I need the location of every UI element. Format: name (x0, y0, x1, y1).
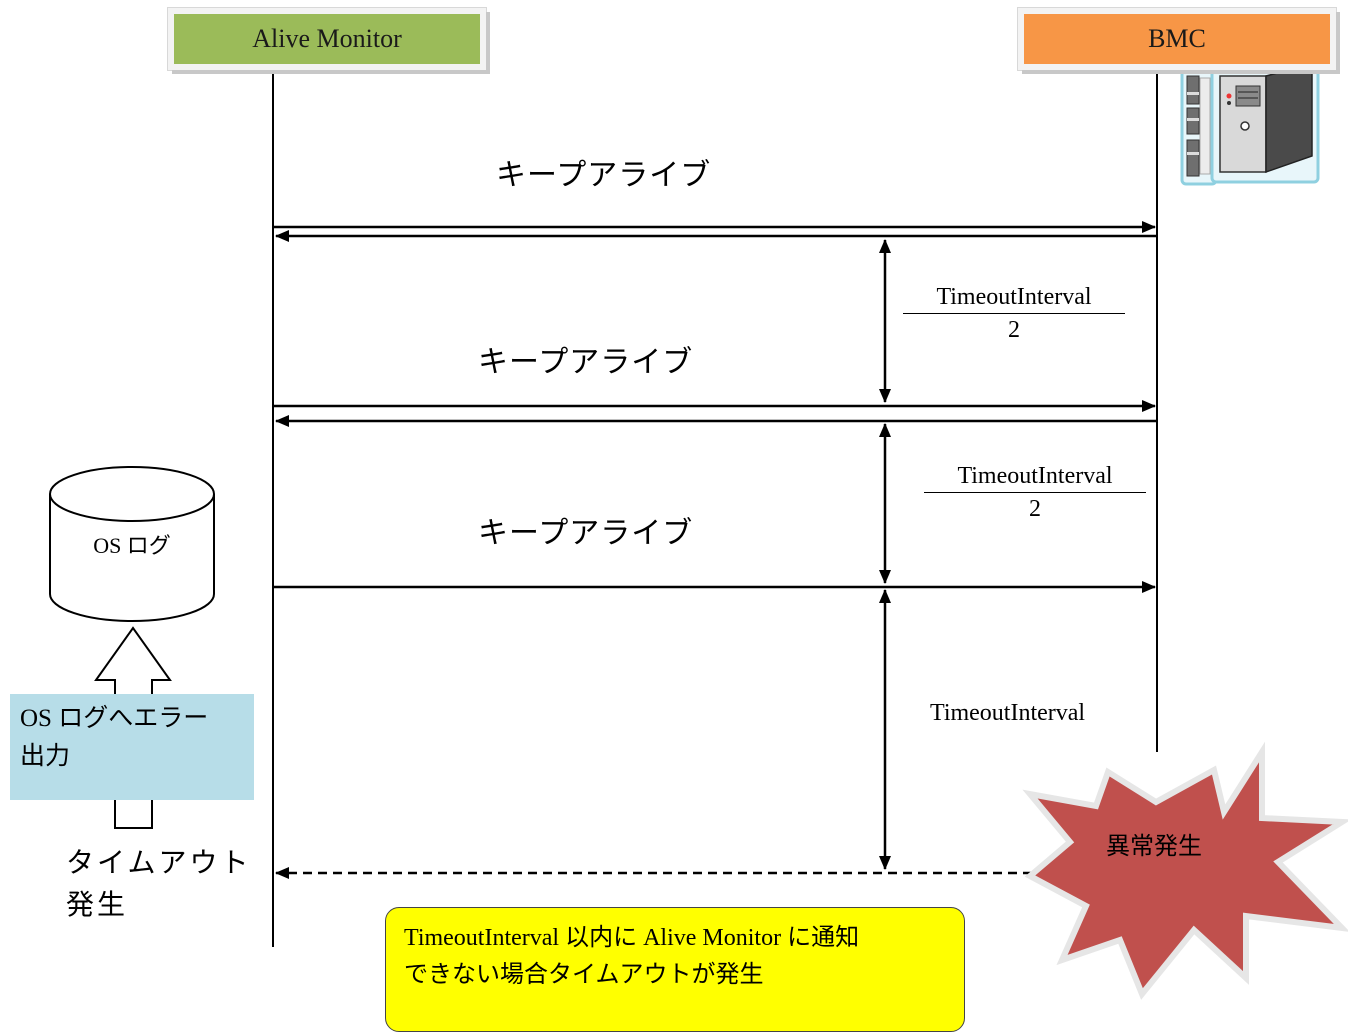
timeout-event-line2: 発生 (66, 888, 129, 921)
os-log-error-box: OS ログへエラー 出力 (10, 694, 254, 800)
note-line1: TimeoutInterval 以内に Alive Monitor に通知 (404, 925, 860, 951)
interval-1-numerator: TimeoutInterval (903, 283, 1125, 314)
keepalive-label-1: キープアライブ (496, 158, 712, 193)
keepalive-label-2: キープアライブ (478, 345, 694, 380)
alive-monitor-label: Alive Monitor (252, 24, 402, 53)
interval-fraction-1: TimeoutInterval 2 (903, 283, 1125, 344)
timeout-event-line1: タイムアウト (66, 846, 252, 879)
interval-1-denominator: 2 (1008, 317, 1020, 343)
interval-2-numerator: TimeoutInterval (924, 462, 1146, 493)
timeout-note-box: TimeoutInterval 以内に Alive Monitor に通知 でき… (385, 907, 965, 1032)
bmc-label: BMC (1148, 24, 1206, 53)
explosion-burst-icon (1022, 741, 1348, 1000)
error-event-label: 異常発生 (1106, 832, 1202, 860)
note-line2: できない場合タイムアウトが発生 (404, 962, 764, 988)
timeout-event-label: タイムアウト 発生 (66, 842, 271, 926)
os-log-label: OS ログ (93, 533, 171, 558)
interval-2-denominator: 2 (1029, 496, 1041, 522)
database-cylinder-icon (49, 466, 215, 622)
server-icon (1180, 63, 1320, 186)
bmc-header: BMC (1018, 8, 1336, 70)
os-log-error-line1: OS ログへエラー (20, 705, 209, 732)
os-log-error-line2: 出力 (20, 743, 71, 770)
alive-monitor-header: Alive Monitor (168, 8, 486, 70)
interval-3-label: TimeoutInterval (930, 700, 1086, 726)
keepalive-label-3: キープアライブ (478, 516, 694, 551)
interval-fraction-2: TimeoutInterval 2 (924, 462, 1146, 523)
